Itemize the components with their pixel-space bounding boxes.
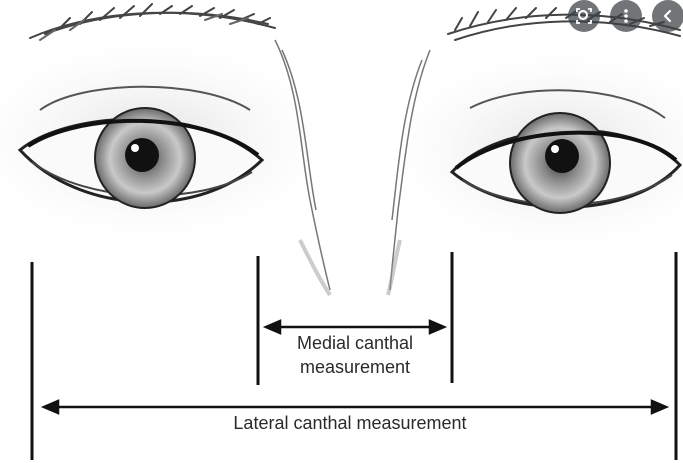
left-eye [17,85,265,209]
lateral-canthal-label: Lateral canthal measurement [233,413,467,433]
left-eyebrow [29,3,276,41]
lens-search-button[interactable] [568,0,600,32]
medial-canthal-label-line2: measurement [299,357,411,377]
lens-search-icon [576,8,592,24]
right-eyebrow [447,7,681,41]
right-eye [449,89,683,214]
measurement-guides [30,252,678,460]
medial-arrow [262,319,448,335]
medial-canthal-label: Medial canthal [296,333,414,353]
more-vert-icon [624,9,628,23]
more-options-button[interactable] [610,0,642,32]
nose-sketch [274,39,431,297]
chevron-left-icon [663,9,672,23]
back-button[interactable] [652,0,683,32]
lateral-arrow [40,399,670,415]
